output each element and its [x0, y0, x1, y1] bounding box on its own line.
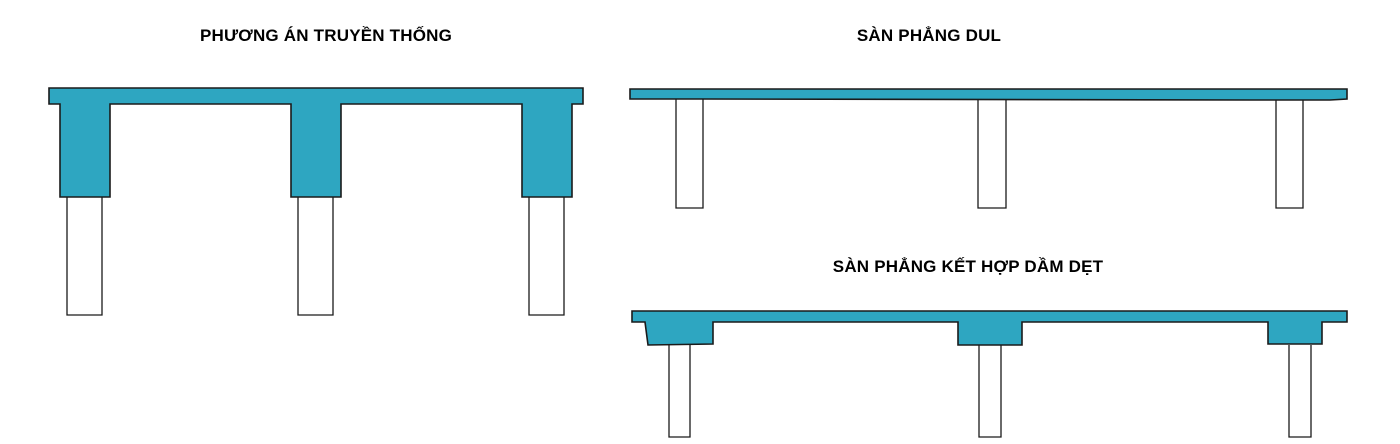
combined-slab-with-flat-beams: [631, 310, 1348, 346]
title-flat-slab-dul: SÀN PHẲNG DUL: [856, 26, 1002, 45]
traditional-column-2: [297, 196, 334, 316]
combined-column-3: [1288, 345, 1312, 438]
dul-flat-slab: [629, 88, 1348, 101]
combined-column-1: [668, 345, 691, 438]
traditional-column-3: [528, 196, 565, 316]
traditional-scheme: [48, 87, 584, 316]
dul-column-2: [977, 99, 1007, 209]
traditional-column-1: [66, 196, 103, 316]
flat-slab-flat-beam-scheme: [631, 310, 1348, 438]
traditional-slab-with-beams: [48, 87, 584, 198]
combined-column-2: [978, 345, 1002, 438]
dul-column-3: [1275, 99, 1304, 209]
title-traditional-scheme: PHƯƠNG ÁN TRUYỀN THỐNG: [199, 26, 453, 45]
flat-slab-dul-scheme: [629, 88, 1348, 209]
title-flat-slab-flat-beam: SÀN PHẲNG KẾT HỢP DẦM DẸT: [832, 257, 1104, 276]
dul-column-1: [675, 99, 704, 209]
